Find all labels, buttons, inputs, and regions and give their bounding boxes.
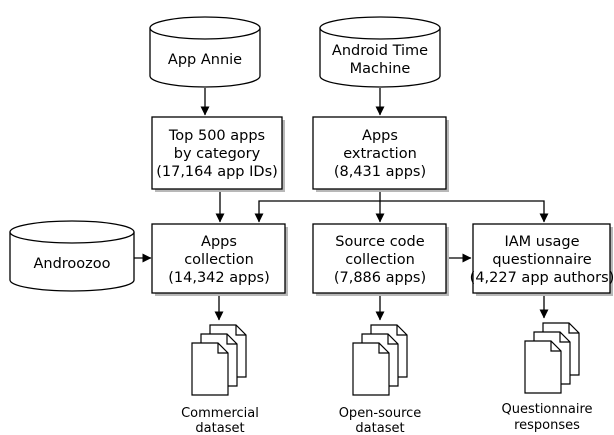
open-source-dataset-caption-line1: Open-source <box>339 406 422 421</box>
source-code-line3: (7,886 apps) <box>334 270 426 286</box>
questionnaire-responses-caption-line2: responses <box>514 418 580 433</box>
android-time-machine-label-line2: Machine <box>350 61 411 77</box>
open-source-dataset-caption-line2: dataset <box>355 421 404 435</box>
top-apps-line3: (17,164 app IDs) <box>156 164 278 180</box>
source-code-collection-box: Source code collection (7,886 apps) <box>312 223 449 296</box>
commercial-dataset-docs-icon <box>191 324 247 396</box>
apps-extraction-line3: (8,431 apps) <box>334 164 426 180</box>
top-apps-line2: by category <box>174 146 261 162</box>
apps-collection-box: Apps collection (14,342 apps) <box>151 223 288 296</box>
source-code-line1: Source code <box>335 234 424 250</box>
source-code-line2: collection <box>345 252 415 268</box>
edge-extraction-branch-collection <box>254 200 380 223</box>
top-apps-box: Top 500 apps by category (17,164 app IDs… <box>151 116 285 192</box>
apps-collection-line2: collection <box>184 252 254 268</box>
edges <box>133 88 549 321</box>
iam-questionnaire-line2: questionnaire <box>492 252 591 268</box>
app-annie-database: App Annie <box>149 16 261 88</box>
apps-extraction-box: Apps extraction (8,431 apps) <box>312 116 449 192</box>
questionnaire-responses-docs-icon <box>524 322 580 394</box>
commercial-dataset-caption-line1: Commercial <box>181 406 259 421</box>
iam-questionnaire-line1: IAM usage <box>504 234 579 250</box>
open-source-dataset-docs-icon <box>352 324 408 396</box>
edge-extraction-branch-questionnaire <box>380 200 549 223</box>
android-time-machine-label-line1: Android Time <box>332 43 428 59</box>
android-time-machine-database: Android Time Machine <box>319 16 441 88</box>
androozoo-label: Androozoo <box>33 256 110 272</box>
questionnaire-responses-caption-line1: Questionnaire <box>501 402 592 417</box>
iam-questionnaire-line3: (4,227 app authors) <box>470 270 614 286</box>
iam-questionnaire-box: IAM usage questionnaire (4,227 app autho… <box>470 223 614 296</box>
apps-extraction-line2: extraction <box>343 146 417 162</box>
androozoo-database: Androozoo <box>9 220 135 292</box>
top-apps-line1: Top 500 apps <box>168 128 265 144</box>
app-annie-label: App Annie <box>168 52 242 68</box>
apps-collection-line3: (14,342 apps) <box>168 270 270 286</box>
apps-collection-line1: Apps <box>201 234 237 250</box>
commercial-dataset-caption-line2: dataset <box>195 421 244 435</box>
apps-extraction-line1: Apps <box>362 128 398 144</box>
